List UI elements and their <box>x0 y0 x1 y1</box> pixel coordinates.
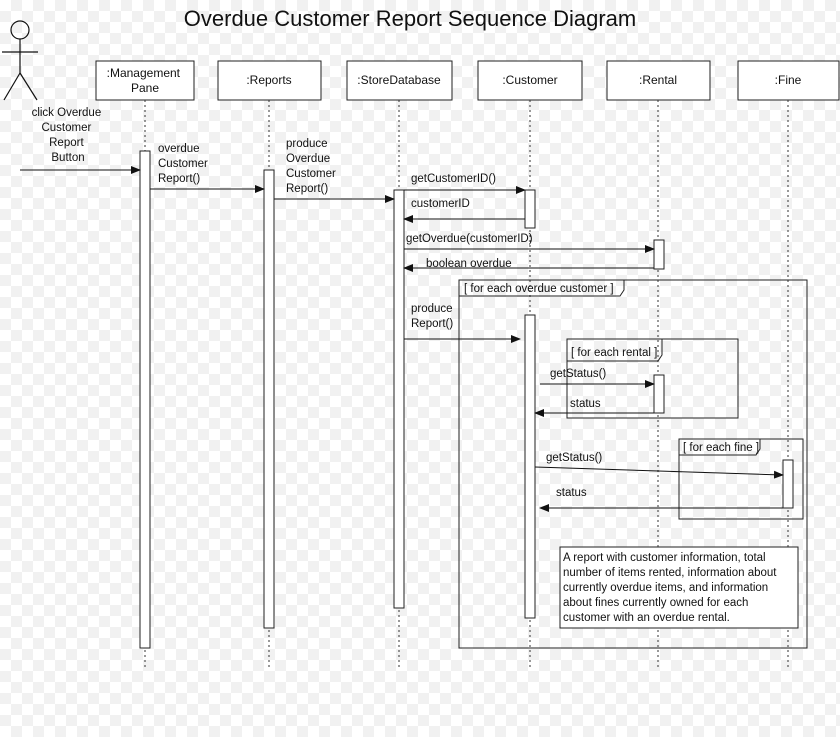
object-reports: :Reports <box>217 60 322 101</box>
object-label-store-database: :StoreDatabase <box>357 73 441 87</box>
activation-store-database <box>393 189 405 609</box>
frame-each-overdue-customer: [ for each overdue customer ] <box>458 279 808 649</box>
activation-rental-overdue <box>653 239 665 270</box>
actor-label: click Overdue Customer Report Button <box>32 107 105 164</box>
object-fine: :Fine <box>737 60 840 101</box>
label-status-fine: status <box>556 487 587 499</box>
frame-each-rental: [ for each rental ] <box>566 338 739 419</box>
label-customer-id: customerID <box>411 198 470 210</box>
label-get-overdue: getOverdue(customerID) <box>406 233 533 245</box>
label-produce-report: produce Report() <box>411 303 456 330</box>
label-get-customer-id: getCustomerID() <box>411 173 496 185</box>
label-get-status-rental: getStatus() <box>550 368 606 380</box>
report-note: A report with customer information, tota… <box>559 546 799 629</box>
object-label-pane: Pane <box>131 81 159 95</box>
activation-rental-status <box>653 374 665 414</box>
label-boolean-overdue: boolean overdue <box>426 258 512 270</box>
diagram-title: Overdue Customer Report Sequence Diagram <box>184 6 636 31</box>
label-status-rental: status <box>570 398 601 410</box>
object-rental: :Rental <box>606 60 711 101</box>
activation-customer-report <box>524 314 536 619</box>
frame-label-each-rental: [ for each rental ] <box>571 347 657 359</box>
actor-icon <box>2 20 38 101</box>
arrow-get-status-fine <box>534 466 784 479</box>
label-produce-overdue-customer-report: produce Overdue Customer Report() <box>286 138 339 195</box>
svg-text::Management Pane: :Management Pane <box>107 66 184 95</box>
frame-label-each-fine: [ for each fine ] <box>683 442 759 454</box>
frame-each-fine: [ for each fine ] <box>678 438 804 520</box>
object-label-reports: :Reports <box>246 73 291 87</box>
object-label-customer: :Customer <box>502 73 557 87</box>
frame-label-each-overdue-customer: [ for each overdue customer ] <box>464 283 614 295</box>
object-label-rental: :Rental <box>639 73 677 87</box>
label-get-status-fine: getStatus() <box>546 452 602 464</box>
object-store-database: :StoreDatabase <box>346 60 453 101</box>
activation-management-pane <box>139 150 151 649</box>
activation-fine-status <box>782 459 794 509</box>
activation-reports <box>263 169 275 629</box>
note-text: A report with customer information, tota… <box>563 552 780 624</box>
label-overdue-customer-report: overdue Customer Report() <box>158 143 211 185</box>
object-customer: :Customer <box>477 60 583 101</box>
object-management-pane: :Management Pane <box>95 60 195 101</box>
activation-customer-id <box>524 189 536 229</box>
object-label-fine: :Fine <box>775 73 802 87</box>
object-label-management: :Management <box>107 66 181 80</box>
